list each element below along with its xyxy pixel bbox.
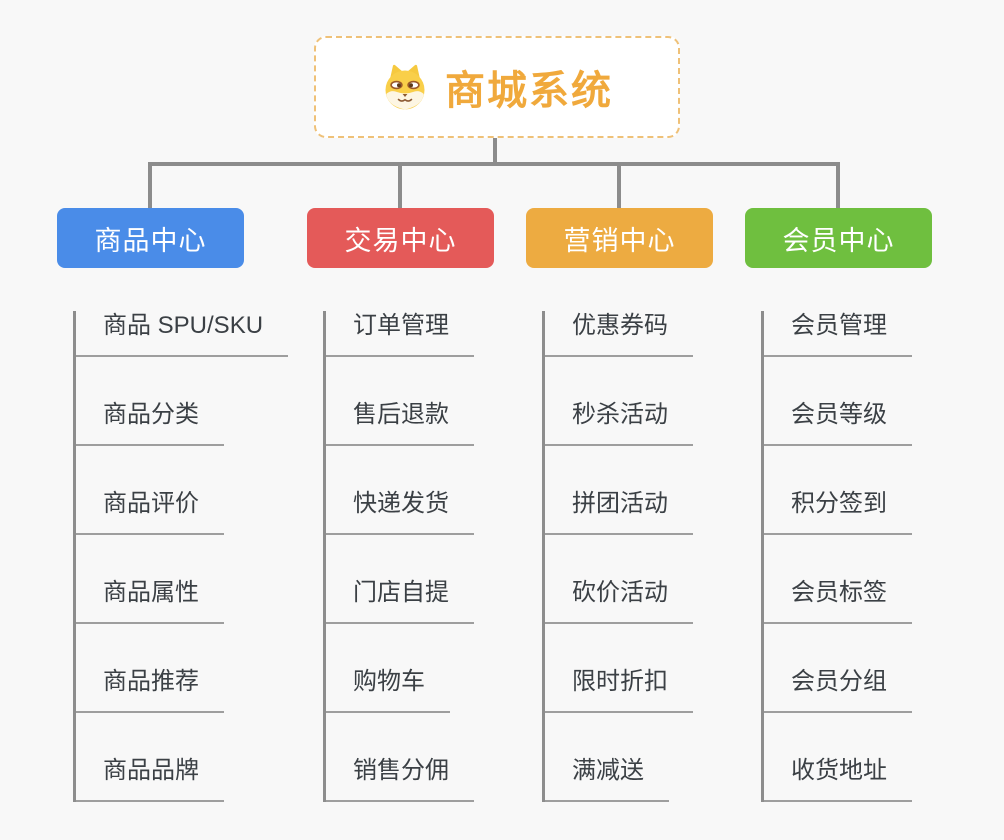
- child-node[interactable]: 门店自提: [326, 578, 474, 624]
- connector-drop-trade: [398, 164, 402, 208]
- connector-drop-marketing: [617, 164, 621, 208]
- branch-label: 会员中心: [782, 225, 895, 256]
- shiba-dog-icon: [385, 64, 425, 110]
- child-node[interactable]: 购物车: [326, 667, 450, 713]
- child-node[interactable]: 收货地址: [764, 756, 912, 802]
- branch-label: 商品中心: [94, 225, 207, 256]
- child-node[interactable]: 会员管理: [764, 311, 912, 357]
- branch-children: 商品 SPU/SKU 商品分类 商品评价 商品属性 商品推荐 商品品牌: [73, 311, 289, 802]
- connector-drop-member: [836, 164, 840, 208]
- branch-marketing-center: 营销中心 优惠券码 秒杀活动 拼团活动 砍价活动 限时折扣 满减送: [526, 208, 713, 802]
- branch-label: 营销中心: [563, 225, 676, 256]
- child-node[interactable]: 商品推荐: [76, 667, 224, 713]
- child-node[interactable]: 满减送: [545, 756, 669, 802]
- branch-label: 交易中心: [344, 225, 457, 256]
- connector-root-stub: [493, 138, 497, 166]
- child-node[interactable]: 优惠券码: [545, 311, 693, 357]
- connector-horizontal-bar: [148, 162, 840, 166]
- branch-header-product-center[interactable]: 商品中心: [57, 208, 244, 268]
- branch-header-member-center[interactable]: 会员中心: [745, 208, 932, 268]
- child-node[interactable]: 销售分佣: [326, 756, 474, 802]
- child-node[interactable]: 商品评价: [76, 489, 224, 535]
- child-node[interactable]: 商品分类: [76, 400, 224, 446]
- root-title: 商城系统: [445, 69, 613, 113]
- child-node[interactable]: 积分签到: [764, 489, 912, 535]
- connector-drop-product: [148, 164, 152, 208]
- child-node[interactable]: 会员分组: [764, 667, 912, 713]
- branch-children: 优惠券码 秒杀活动 拼团活动 砍价活动 限时折扣 满减送: [542, 311, 713, 802]
- child-node[interactable]: 商品属性: [76, 578, 224, 624]
- branch-trade-center: 交易中心 订单管理 售后退款 快递发货 门店自提 购物车 销售分佣: [307, 208, 494, 802]
- branch-children: 订单管理 售后退款 快递发货 门店自提 购物车 销售分佣: [323, 311, 494, 802]
- child-node[interactable]: 砍价活动: [545, 578, 693, 624]
- child-node[interactable]: 秒杀活动: [545, 400, 693, 446]
- child-node[interactable]: 售后退款: [326, 400, 474, 446]
- root-node[interactable]: 商城系统: [314, 36, 680, 138]
- child-node[interactable]: 商品品牌: [76, 756, 224, 802]
- branch-header-trade-center[interactable]: 交易中心: [307, 208, 494, 268]
- child-node[interactable]: 会员标签: [764, 578, 912, 624]
- child-node[interactable]: 快递发货: [326, 489, 474, 535]
- branch-member-center: 会员中心 会员管理 会员等级 积分签到 会员标签 会员分组 收货地址: [745, 208, 932, 802]
- branch-product-center: 商品中心 商品 SPU/SKU 商品分类 商品评价 商品属性 商品推荐 商品品牌: [57, 208, 289, 802]
- branch-header-marketing-center[interactable]: 营销中心: [526, 208, 713, 268]
- child-node[interactable]: 会员等级: [764, 400, 912, 446]
- child-node[interactable]: 订单管理: [326, 311, 474, 357]
- child-node[interactable]: 商品 SPU/SKU: [76, 311, 289, 357]
- child-node[interactable]: 限时折扣: [545, 667, 693, 713]
- branch-children: 会员管理 会员等级 积分签到 会员标签 会员分组 收货地址: [761, 311, 932, 802]
- child-node[interactable]: 拼团活动: [545, 489, 693, 535]
